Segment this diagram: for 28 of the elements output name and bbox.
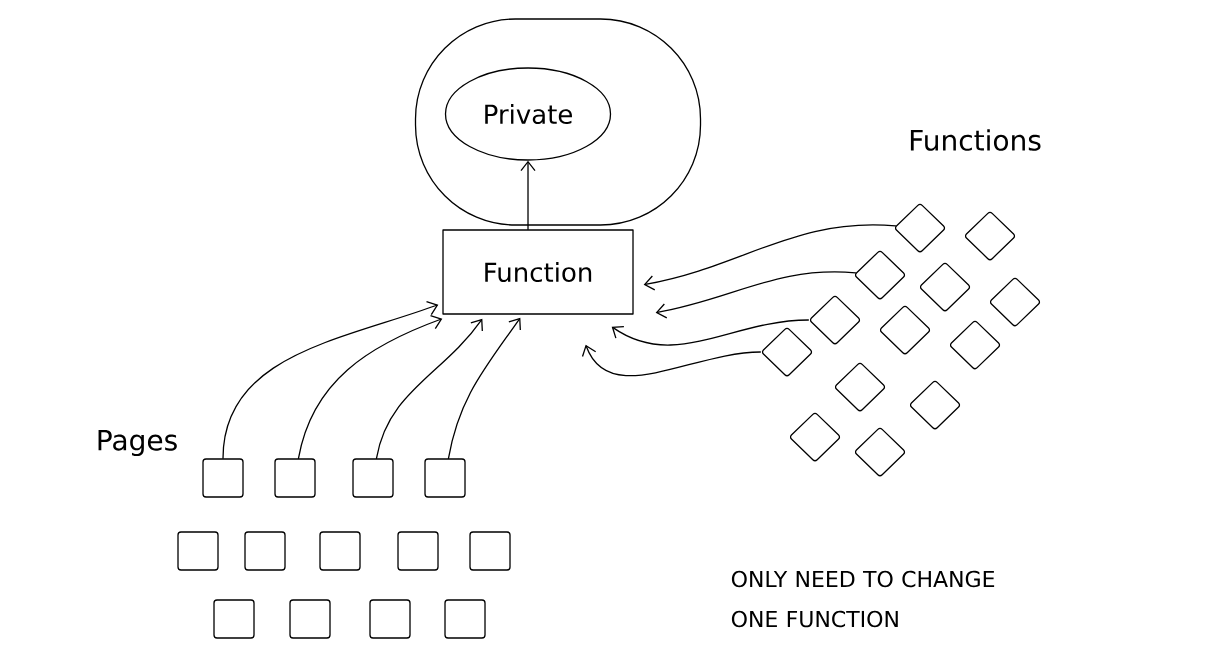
square-icon bbox=[289, 599, 331, 639]
arrow bbox=[447, 317, 521, 459]
square-icon bbox=[213, 599, 255, 639]
square-icon bbox=[424, 458, 466, 498]
square-icon bbox=[397, 531, 439, 571]
arrow bbox=[222, 300, 439, 459]
arrow bbox=[375, 318, 483, 459]
arrow bbox=[611, 319, 809, 346]
square-icon bbox=[444, 599, 486, 639]
arrow bbox=[520, 160, 536, 230]
square-icon bbox=[319, 531, 361, 571]
arrow bbox=[297, 314, 443, 459]
square-icon bbox=[369, 599, 411, 639]
square-icon bbox=[202, 458, 244, 498]
ellipse-node: Private bbox=[444, 67, 612, 161]
arrow bbox=[655, 271, 857, 319]
square-icon bbox=[352, 458, 394, 498]
process-box: Function bbox=[442, 229, 634, 315]
label-text: Functions bbox=[910, 129, 1041, 151]
label-text: Pages bbox=[98, 429, 177, 457]
square-icon bbox=[177, 531, 219, 571]
square-icon bbox=[469, 531, 511, 571]
square-icon bbox=[244, 531, 286, 571]
note-text: ONLY NEED TO CHANGE ONE FUNCTION bbox=[731, 570, 995, 628]
arrow bbox=[581, 344, 761, 377]
outer-shape bbox=[414, 18, 702, 226]
square-icon bbox=[274, 458, 316, 498]
arrow bbox=[643, 224, 897, 291]
